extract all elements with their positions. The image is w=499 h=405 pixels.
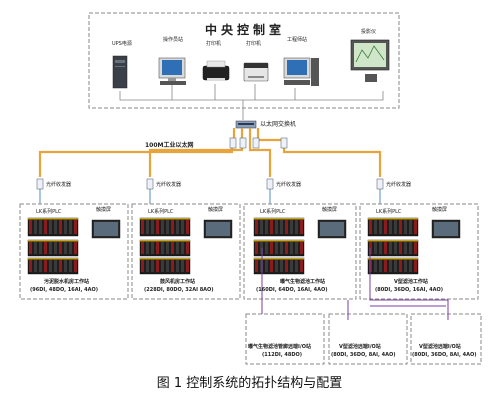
station-io: (228DI, 80DO, 32AI 8AO): [144, 287, 214, 293]
transceiver-label: 光纤收发器: [156, 182, 182, 188]
printer-label-2: 打印机: [246, 41, 262, 47]
ethernet-links: [38, 128, 382, 177]
station-io: (80DI, 36DO, 16AI, 4AO): [375, 287, 443, 293]
station-io: (96DI, 48DO, 16AI, 4AO): [30, 287, 98, 293]
remote-io-io: (80DI, 36DO, 8AI, 4AO): [331, 352, 396, 358]
transceiver-label: 光纤收发器: [46, 182, 72, 188]
ups-icon: [112, 55, 128, 89]
fiber-drops: [39, 189, 381, 205]
hmi-label: 触摸屏: [208, 207, 224, 213]
remote-io-io: (80DI, 36DO, 8AI, 4AO): [412, 352, 477, 358]
figure-caption: 图 1 控制系统的拓扑结构与配置: [156, 376, 343, 391]
switch-label: 以太网交换机: [260, 121, 297, 128]
fiber-transceiver-icon: [36, 178, 384, 190]
network-label: 100M工业以太网: [145, 142, 194, 149]
remote-io-name: V型滤池远端I/O站: [339, 344, 381, 350]
printer-icon: [202, 60, 230, 81]
printer-label-1: 打印机: [206, 41, 222, 47]
ups-label: UPS电源: [112, 41, 132, 47]
workstation-icon: [283, 57, 319, 86]
station-name: 曝气生物滤池工作站: [280, 279, 326, 285]
remote-io-name: V型滤池远端I/O站: [419, 344, 461, 350]
operator-station-label: 操作员站: [163, 37, 184, 43]
station-io: (160DI, 64DO, 16AI, 4AO): [256, 287, 328, 293]
hmi-label: 触摸屏: [432, 207, 448, 213]
station-name: 鼓风机房工作站: [160, 279, 196, 285]
remote-io-boxes: [245, 313, 482, 365]
transceiver-label: 光纤收发器: [276, 182, 302, 188]
plc-label: LK系列PLC: [148, 209, 174, 215]
projector-label: 投影仪: [361, 29, 377, 35]
control-room-bus: [119, 84, 384, 120]
media-converters: [229, 137, 288, 149]
plc-label: LK系列PLC: [36, 209, 62, 215]
hmi-label: 触摸屏: [96, 207, 112, 213]
remote-io-name: 曝气生物滤池管廊远端I/O站: [248, 344, 311, 350]
plc-label: LK系列PLC: [260, 209, 286, 215]
control-room-title: 中央控制室: [205, 23, 286, 37]
station-name: 污泥脱水机房工作站: [44, 279, 90, 285]
workstation-icon: [158, 57, 186, 85]
station-name: V型滤池工作站: [394, 279, 428, 285]
fieldbus-links: [261, 248, 449, 320]
hmi-label: 触摸屏: [322, 207, 338, 213]
control-room-box: [88, 12, 400, 109]
ethernet-switch-icon: [235, 120, 257, 129]
printer-icon: [243, 62, 269, 82]
transceiver-label: 光纤收发器: [386, 182, 412, 188]
plc-label: LK系列PLC: [376, 209, 402, 215]
remote-io-io: (112DI, 48DO): [262, 352, 303, 358]
engineer-station-label: 工程师站: [287, 37, 308, 43]
projector-screen-icon: [350, 39, 390, 82]
